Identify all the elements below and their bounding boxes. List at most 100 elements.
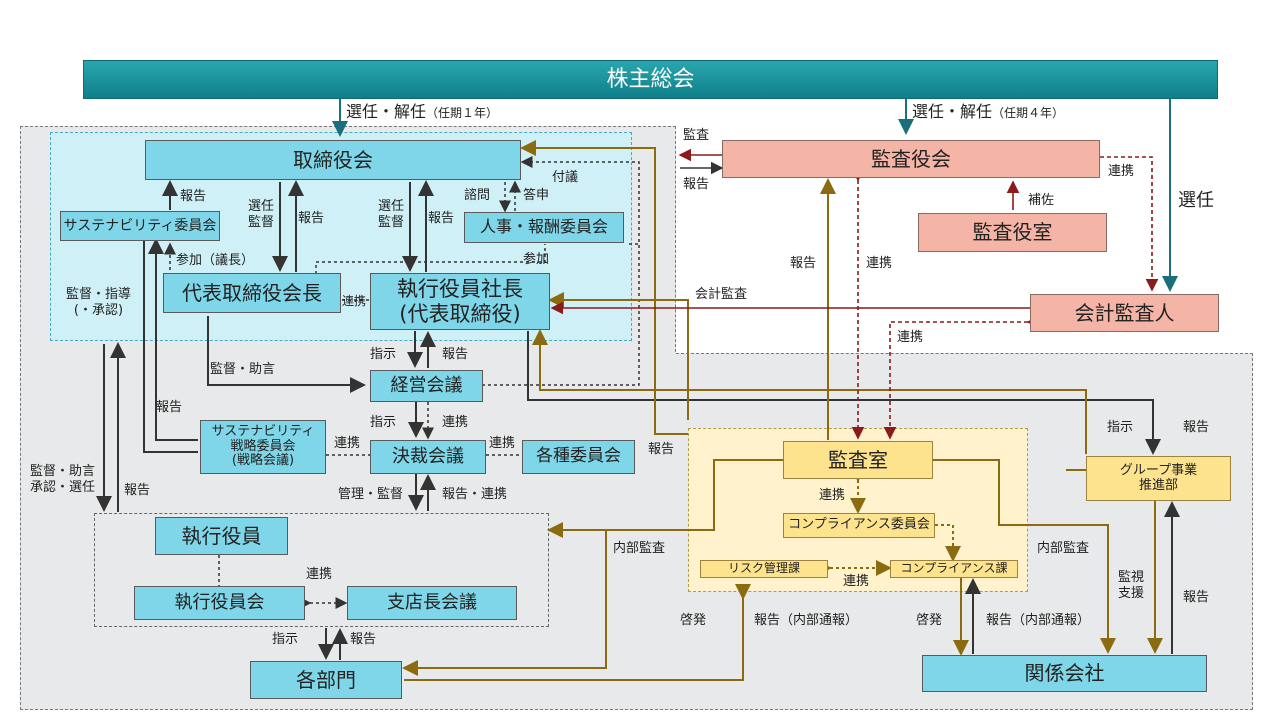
- president-label-2: (代表取締役): [399, 301, 521, 326]
- label-internal-audit-2: 内部監査: [1037, 541, 1090, 556]
- label-manage-supervise: 管理・監督: [338, 487, 404, 502]
- chairman-box: 代表取締役会長: [163, 273, 341, 313]
- label-appoint-2a: 選任: [378, 199, 405, 214]
- label-link-compliance: 連携: [819, 488, 846, 503]
- audit-board-label: 監査役会: [871, 146, 951, 171]
- president-box: 執行役員社長 (代表取締役): [370, 273, 550, 330]
- label-enlighten-1: 啓発: [680, 613, 707, 628]
- sustainability-committee-label: サステナビリティ委員会: [63, 217, 217, 234]
- auditors-office: 監査役室: [918, 213, 1107, 252]
- label-link-auditoffice: 連携: [866, 256, 893, 271]
- shareholders-meeting-title: 株主総会: [606, 66, 695, 92]
- label-appoint-supervise-1: 選任 監督: [248, 199, 274, 230]
- president-label-1: 執行役員社長: [397, 277, 523, 302]
- branch-managers-meeting-label: 支店長会議: [387, 591, 477, 613]
- accounting-auditor: 会計監査人: [1030, 294, 1219, 332]
- label-report-strategy: 報告: [156, 400, 183, 415]
- risk-management-section: リスク管理課: [700, 560, 828, 578]
- audit-and-supervisory-board: 監査役会: [722, 140, 1100, 178]
- decision-meeting-label: 決裁会議: [392, 445, 464, 467]
- label-assist: 補佐: [1028, 193, 1055, 208]
- affiliated-companies-label: 関係会社: [1024, 661, 1105, 685]
- label-internal-audit-1: 内部監査: [613, 541, 666, 556]
- appoint-board-label: 選任・解任（任期１年）: [346, 102, 499, 121]
- label-report-link: 報告・連携: [442, 487, 508, 502]
- label-report-auditors: 報告: [683, 177, 710, 192]
- label-appoint-1a: 選任: [248, 199, 275, 214]
- shareholders-meeting-banner: 株主総会: [83, 60, 1218, 99]
- label-report-audit: 報告: [648, 442, 675, 457]
- label-report-sustain: 報告: [180, 189, 207, 204]
- label-report-chairman: 報告: [298, 211, 325, 226]
- branch-managers-meeting: 支店長会議: [347, 586, 517, 620]
- label-accounting-audit: 会計監査: [695, 287, 748, 302]
- label-link-strategy: 連携: [334, 436, 361, 451]
- label-report-affiliates: 報告: [1183, 590, 1210, 605]
- hr-compensation-committee-label: 人事・報酬委員会: [479, 217, 608, 237]
- sustainability-strategy-committee: サステナビリティ 戦略委員会 (戦略会議): [200, 420, 326, 474]
- label-link-chair-pres: 連携: [342, 294, 367, 308]
- label-participate-chair: 参加（議長）: [176, 253, 255, 268]
- label-report-auditoffice: 報告: [790, 256, 817, 271]
- departments: 各部門: [250, 661, 402, 699]
- sustain-strategy-label-1: サステナビリティ: [211, 423, 315, 439]
- affiliated-companies: 関係会社: [922, 655, 1207, 692]
- label-enlighten-2: 啓発: [916, 613, 943, 628]
- various-committees: 各種委員会: [522, 440, 635, 474]
- board-of-directors: 取締役会: [145, 140, 521, 180]
- management-meeting-label: 経営会議: [390, 374, 463, 396]
- appoint-auditors-label: 選任・解任（任期４年）: [912, 102, 1065, 121]
- group-promo-label-1: グループ事業: [1119, 462, 1198, 478]
- label-link-officers: 連携: [306, 567, 333, 582]
- accounting-auditor-label: 会計監査人: [1074, 300, 1175, 325]
- label-link-decision: 連携: [442, 415, 469, 430]
- label-instruct-3: 指示: [272, 632, 299, 647]
- executive-officers: 執行役員: [155, 517, 288, 555]
- label-audit: 監査: [683, 128, 710, 143]
- label-supervise-advise: 監督・助言: [210, 362, 276, 377]
- compliance-committee-label: コンプライアンス委員会: [788, 517, 930, 533]
- departments-label: 各部門: [296, 667, 356, 692]
- group-promo-label-2: 推進部: [1138, 477, 1178, 493]
- label-instruct-group: 指示: [1107, 420, 1134, 435]
- label-appoint-supervise-2: 選任 監督: [378, 199, 404, 230]
- label-monitor-support: 監視 支援: [1118, 570, 1144, 601]
- label-link-committees: 連携: [489, 436, 516, 451]
- label-whistle-2: 報告（内部通報）: [986, 613, 1091, 628]
- decision-meeting: 決裁会議: [370, 440, 486, 474]
- audit-office-label: 監査室: [828, 447, 888, 472]
- compliance-section: コンプライアンス課: [890, 560, 1018, 578]
- audit-office: 監査室: [783, 441, 933, 479]
- chairman-label: 代表取締役会長: [182, 280, 322, 305]
- appoint-accounting-label: 選任: [1178, 190, 1214, 211]
- label-answer: 答申: [523, 188, 550, 203]
- various-committees-label: 各種委員会: [536, 446, 621, 467]
- executive-officers-label: 執行役員: [181, 523, 262, 548]
- label-supervise-guide-2: (・承認): [73, 302, 124, 318]
- executive-officers-meeting-label: 執行役員会: [174, 591, 265, 613]
- label-appoint-1b: 監督: [248, 214, 275, 230]
- label-report-mgmt: 報告: [442, 347, 469, 362]
- label-monitor-2: 支援: [1118, 585, 1145, 601]
- label-supervise-guide: 監督・指導 (・承認): [66, 287, 131, 318]
- sustainability-committee: サステナビリティ委員会: [60, 211, 220, 241]
- risk-management-section-label: リスク管理課: [727, 561, 800, 576]
- label-report-president: 報告: [428, 211, 455, 226]
- label-inquiry: 諮問: [464, 188, 491, 203]
- compliance-section-label: コンプライアンス課: [900, 561, 1008, 576]
- label-audit-advise-2: 承認・選任: [30, 479, 96, 495]
- executive-officers-meeting: 執行役員会: [134, 586, 305, 620]
- label-link-accounting: 連携: [897, 330, 924, 345]
- label-link-risk: 連携: [843, 574, 870, 589]
- label-participate: 参加: [523, 252, 550, 267]
- label-report-group: 報告: [1183, 420, 1210, 435]
- label-audit-advise: 監督・助言 承認・選任: [30, 464, 95, 495]
- compliance-committee: コンプライアンス委員会: [783, 513, 935, 538]
- auditors-office-label: 監査役室: [972, 220, 1053, 244]
- label-report-officers: 報告: [124, 483, 151, 498]
- sustain-strategy-label-3: (戦略会議): [231, 453, 295, 469]
- label-appoint-2b: 監督: [378, 214, 405, 230]
- hr-compensation-committee: 人事・報酬委員会: [464, 212, 624, 243]
- executive-region: [94, 513, 549, 627]
